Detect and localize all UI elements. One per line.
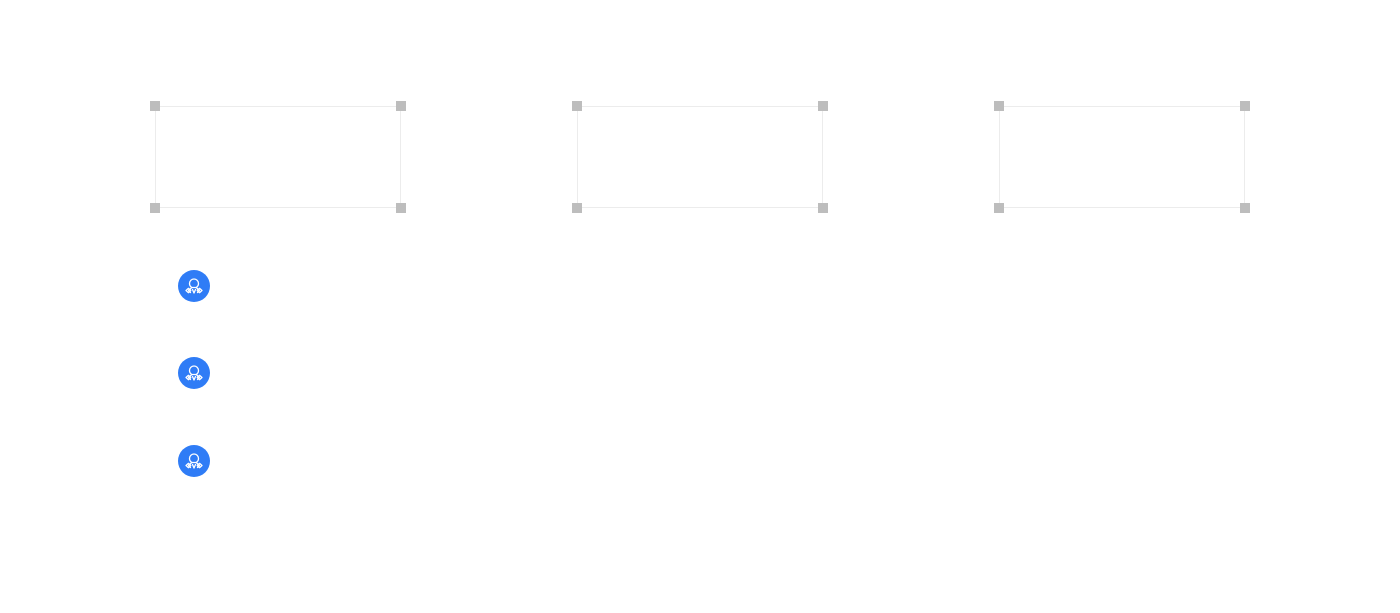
- octopus-bot-icon[interactable]: [178, 445, 210, 477]
- resize-handle-bottom-right[interactable]: [818, 203, 828, 213]
- resizable-frame[interactable]: [572, 101, 828, 213]
- resize-handle-bottom-right[interactable]: [396, 203, 406, 213]
- octopus-bot-icon[interactable]: [178, 270, 210, 302]
- octopus-bot-icon[interactable]: [178, 357, 210, 389]
- resize-handle-top-right[interactable]: [818, 101, 828, 111]
- resizable-frame[interactable]: [994, 101, 1250, 213]
- resize-handle-bottom-right[interactable]: [1240, 203, 1250, 213]
- resize-handle-top-right[interactable]: [1240, 101, 1250, 111]
- resize-handle-top-right[interactable]: [396, 101, 406, 111]
- resize-handle-top-left[interactable]: [572, 101, 582, 111]
- resize-handle-top-left[interactable]: [994, 101, 1004, 111]
- resizable-frame[interactable]: [150, 101, 406, 213]
- resize-handle-bottom-left[interactable]: [572, 203, 582, 213]
- resize-handle-bottom-left[interactable]: [994, 203, 1004, 213]
- resize-handle-top-left[interactable]: [150, 101, 160, 111]
- resize-handle-bottom-left[interactable]: [150, 203, 160, 213]
